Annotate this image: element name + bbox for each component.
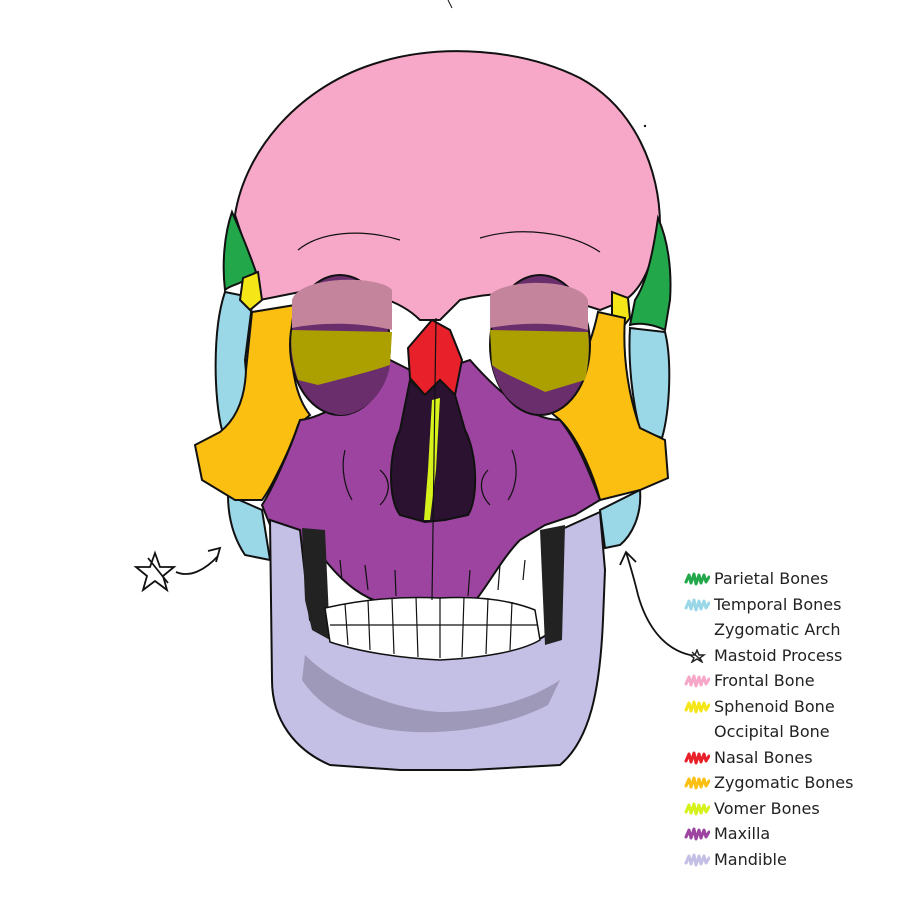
legend-swatch-icon [684,700,710,714]
legend-label: Occipital Bone [714,722,830,741]
frontal-bone [233,50,662,321]
legend-swatch-icon [684,623,710,637]
temporal-bone-right-lower [598,488,642,550]
legend: Parietal Bones Temporal Bones Zygomatic … [680,566,853,872]
legend-item: Sphenoid Bone [680,694,853,720]
legend-item: Frontal Bone [680,668,853,694]
legend-item: Vomer Bones [680,796,853,822]
legend-item: Parietal Bones [680,566,853,592]
legend-swatch-icon [684,648,710,663]
legend-label: Sphenoid Bone [714,696,835,716]
legend-swatch-icon [684,572,710,586]
legend-label: Mastoid Process [714,645,843,665]
legend-swatch-icon [684,853,710,867]
legend-label: Nasal Bones [714,747,813,767]
vomer-bone [424,398,440,520]
teeth [324,596,541,661]
sphenoid-bone-left [238,270,264,312]
mandible-notch-left [302,528,330,640]
mandible-shadow [302,655,560,733]
legend-swatch-icon [684,674,710,688]
legend-label: Mandible [714,849,787,869]
mandible-notch-right [540,525,565,645]
orbit-left [289,274,392,416]
legend-item: Zygomatic Bones [680,770,853,796]
mastoid-arrow-left-icon [175,546,222,575]
legend-label: Frontal Bone [714,671,815,690]
legend-label: Maxilla [714,824,771,843]
legend-swatch-icon [684,802,710,816]
legend-swatch-icon [684,776,710,790]
legend-label: Zygomatic Arch [714,620,841,639]
legend-swatch-icon [684,725,710,739]
mastoid-arrow-right-icon [619,550,691,656]
sketch-lines [297,231,601,601]
legend-label: Vomer Bones [714,798,820,818]
parietal-bone-left [222,209,258,293]
parietal-bone-right [628,214,672,332]
legend-item: Mandible [680,847,853,873]
legend-item: Zygomatic Arch [680,617,853,643]
legend-item: Mastoid Process [680,643,853,669]
legend-swatch-icon [684,827,710,841]
legend-item: Nasal Bones [680,745,853,771]
legend-item: Maxilla [680,821,853,847]
orbit-right [489,274,591,416]
legend-label: Zygomatic Bones [714,773,854,792]
legend-item: Temporal Bones [680,592,853,618]
mastoid-star-icon [133,550,177,593]
sketch-mark [447,0,453,9]
sketch-dot [643,124,647,128]
temporal-bone-left-lower [226,493,272,562]
legend-swatch-icon [684,598,710,612]
legend-swatch-icon [684,751,710,765]
legend-item: Occipital Bone [680,719,853,745]
legend-label: Parietal Bones [714,569,829,588]
legend-label: Temporal Bones [714,594,842,614]
